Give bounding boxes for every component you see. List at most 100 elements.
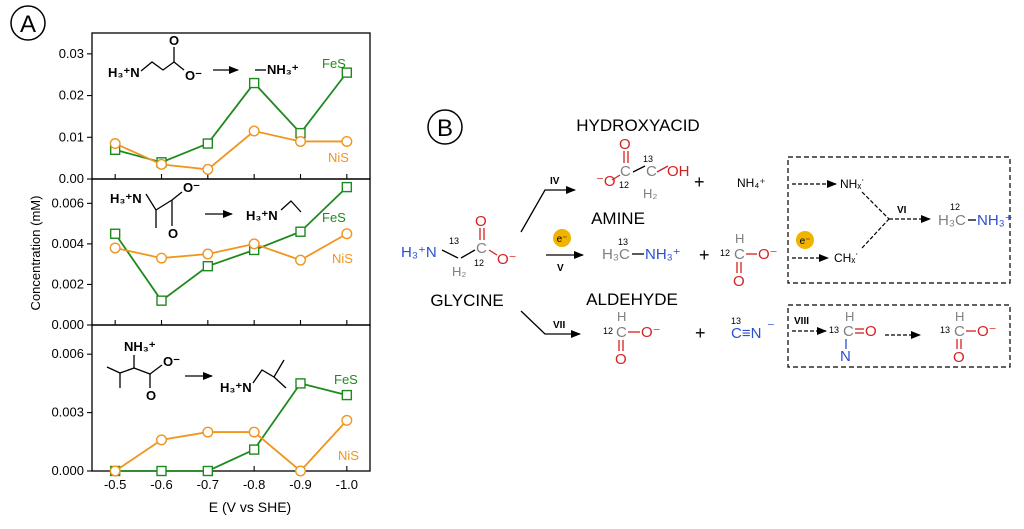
methylamine-vi-isotope-12: 12 xyxy=(950,202,960,212)
top-product: NH₃⁺ xyxy=(267,62,299,77)
plus-iv: + xyxy=(694,172,705,192)
arrow-vii xyxy=(520,310,581,338)
data-point-fes xyxy=(202,465,214,477)
arrow-iv xyxy=(520,186,576,233)
data-point-fes xyxy=(109,228,121,239)
bottom-reactant-oxygen: O xyxy=(146,388,156,403)
data-point-fes xyxy=(341,389,353,401)
formate-viii-structure: 13 H C O O⁻ xyxy=(940,309,997,366)
methylamine-nh3: NH₃⁺ xyxy=(645,246,681,263)
y-tick-label: 0.000 xyxy=(51,317,84,332)
panel-a-line-charts: 0.000.010.020.03FeSNiS0.0000.0020.0040.0… xyxy=(51,32,371,492)
y-tick-label: 0.003 xyxy=(51,405,84,420)
x-axis-label: E (V vs SHE) xyxy=(209,499,291,515)
panel-b-badge-label: B xyxy=(437,115,453,142)
cyanide-isotope-13: 13 xyxy=(731,316,741,326)
amine-label: AMINE xyxy=(591,209,645,228)
top-reactant-amine: H₃⁺N xyxy=(108,65,140,80)
formate-viii-carbon: C xyxy=(954,323,965,340)
formate-vii-isotope-12: 12 xyxy=(603,326,613,336)
x-tick-label: -0.7 xyxy=(197,477,219,492)
chx-radical: CHₓ˙ xyxy=(834,251,859,265)
data-point-fes xyxy=(156,465,167,477)
data-point-nis xyxy=(341,135,353,147)
middle-panel-reaction: H₃⁺N O O⁻ H₃⁺N xyxy=(110,180,302,241)
glycine-h2: H₂ xyxy=(452,264,466,279)
data-point-nis xyxy=(109,242,121,254)
step-vi-label: VI xyxy=(897,205,907,216)
plot-frame-bottom xyxy=(91,324,371,472)
y-tick-label: 0.01 xyxy=(59,129,84,144)
formamide-oxygen: O xyxy=(865,323,877,340)
legend-label-nis: NiS xyxy=(338,448,359,463)
hydroxyacid-carbon-12: C xyxy=(620,163,631,180)
y-axis-label: Concentration (mM) xyxy=(28,196,43,311)
y-tick-label: 0.02 xyxy=(59,88,84,103)
x-tick-label: -0.6 xyxy=(150,477,172,492)
formamide-structure: 13 H C N O xyxy=(829,309,877,365)
data-point-nis xyxy=(248,125,260,137)
panel-a-badge-label: A xyxy=(20,11,36,38)
y-tick-label: 0.000 xyxy=(51,463,84,478)
hydroxyacid-isotope-13: 13 xyxy=(643,154,653,164)
series-line-fes xyxy=(115,382,348,472)
data-point-fes xyxy=(202,138,214,149)
formamide-isotope-13: 13 xyxy=(829,325,839,335)
y-tick-label: 0.006 xyxy=(51,346,84,361)
x-tick-label: -0.9 xyxy=(289,477,311,492)
y-tick-label: 0.03 xyxy=(59,46,84,61)
hydroxyacid-h2: H₂ xyxy=(643,186,657,201)
formate-vii-carbon: C xyxy=(616,324,627,341)
data-point-nis xyxy=(202,163,214,175)
series-line-fes xyxy=(114,186,348,302)
data-point-fes xyxy=(295,226,306,237)
hydroxyacid-oxygen: O xyxy=(619,136,631,153)
radical-pathway-box xyxy=(787,156,1011,284)
hydroxyacid-label: HYDROXYACID xyxy=(576,116,699,135)
series-line-fes xyxy=(114,72,348,164)
glycine-isotope-13: 13 xyxy=(449,236,459,246)
hydroxyacid-carboxylate: ⁻O xyxy=(596,173,616,190)
glycine-label: GLYCINE xyxy=(430,291,503,310)
data-point-fes xyxy=(156,295,167,306)
glycine-oxygen: O xyxy=(475,213,487,230)
bottom-reactant-anion: O⁻ xyxy=(163,354,180,369)
step-v-label: V xyxy=(557,263,564,274)
formate-vii-h: H xyxy=(617,309,626,324)
data-point-nis xyxy=(202,248,214,260)
data-point-nis xyxy=(109,465,121,477)
cyanide-charge: ⁻ xyxy=(767,319,775,336)
nhx-radical: NHₓ˙ xyxy=(840,177,865,191)
x-tick-label: -0.5 xyxy=(104,477,126,492)
formamide-nitrogen: N xyxy=(840,348,851,365)
data-point-nis xyxy=(155,252,167,264)
legend-label-nis: NiS xyxy=(328,150,349,165)
bottom-product: H₃⁺N xyxy=(220,380,252,395)
formate-v-isotope-12: 12 xyxy=(720,248,730,258)
data-point-fes xyxy=(341,67,353,78)
data-point-nis xyxy=(109,138,121,150)
formate-vii-oxygen: O xyxy=(615,351,627,368)
glycine-carbon: C xyxy=(476,240,487,257)
formamide-h: H xyxy=(845,309,854,324)
methylamine-vi-nh3: NH₃⁺ xyxy=(977,212,1013,229)
electron-v-label: e⁻ xyxy=(557,234,568,245)
methylamine-structure: H₃C 13 NH₃⁺ xyxy=(602,237,681,263)
formate-v-h: H xyxy=(735,231,744,246)
data-point-nis xyxy=(248,426,260,438)
data-point-nis xyxy=(155,434,167,446)
series-line-nis xyxy=(114,419,348,473)
formate-v-structure: 12 H C O O⁻ xyxy=(720,231,778,290)
hydroxyacid-hydroxyl: OH xyxy=(667,163,690,180)
methylamine-vi-h3c: H₃C xyxy=(938,212,966,229)
ammonium-product: NH₄⁺ xyxy=(737,176,766,190)
hydroxyacid-structure: ⁻O C 12 O C 13 H₂ OH xyxy=(596,136,690,201)
glycine-carboxylate: O⁻ xyxy=(497,251,517,268)
plus-vii: + xyxy=(695,323,706,343)
top-panel-reaction: H₃⁺N O O⁻ NH₃⁺ xyxy=(108,33,299,83)
middle-reactant-oxygen: O xyxy=(168,226,178,241)
step-vii-label: VII xyxy=(553,320,565,331)
formate-vii-anion: O⁻ xyxy=(641,324,661,341)
data-point-fes xyxy=(202,260,214,272)
